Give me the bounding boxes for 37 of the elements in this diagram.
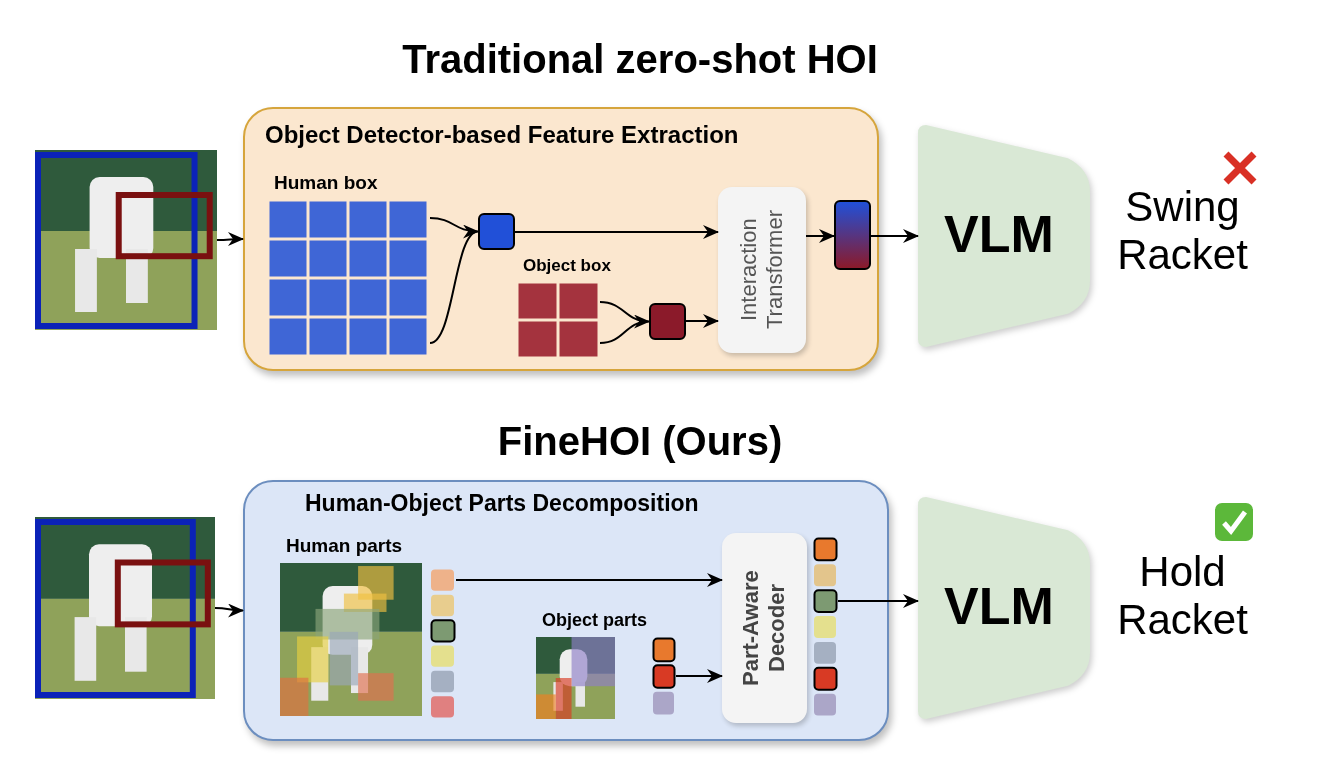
token-square — [478, 213, 515, 250]
token-column — [652, 637, 676, 717]
group-label: Human parts — [286, 535, 404, 557]
group-label: Object box — [523, 256, 612, 276]
section-title: Traditional zero-shot HOI — [401, 36, 879, 82]
model-label: VLM — [943, 204, 1055, 264]
box-label: Part-Aware Decoder — [738, 569, 791, 688]
output-label: Swing Racket — [1116, 183, 1249, 280]
arrow — [599, 301, 650, 344]
panel-heading: Human-Object Parts Decomposition — [305, 490, 699, 517]
output-label: Hold Racket — [1116, 548, 1249, 645]
arrow — [675, 669, 723, 683]
token-column — [813, 537, 838, 718]
panel — [243, 107, 879, 371]
token-square — [834, 200, 871, 270]
panel-heading: Object Detector-based Feature Extraction — [265, 121, 739, 149]
panel — [243, 480, 889, 741]
arrow — [870, 229, 919, 243]
arrow — [214, 603, 244, 618]
box-label: Interaction Transformer — [735, 209, 788, 332]
arrow — [429, 217, 479, 344]
process-box — [722, 533, 807, 723]
process-box — [718, 187, 806, 353]
arrow — [805, 229, 835, 243]
section-title: FineHOI (Ours) — [496, 418, 784, 464]
group-label: Human box — [274, 172, 379, 194]
arrow — [514, 225, 719, 239]
token-column — [430, 568, 456, 720]
vlm-trapezoid — [918, 125, 1090, 347]
model-label: VLM — [943, 576, 1055, 636]
arrow — [216, 232, 244, 247]
group-label: Object parts — [542, 610, 648, 631]
token-square — [649, 303, 686, 340]
arrow — [837, 594, 919, 608]
vlm-trapezoid — [918, 497, 1090, 719]
arrow — [685, 314, 719, 328]
arrow — [455, 573, 723, 587]
